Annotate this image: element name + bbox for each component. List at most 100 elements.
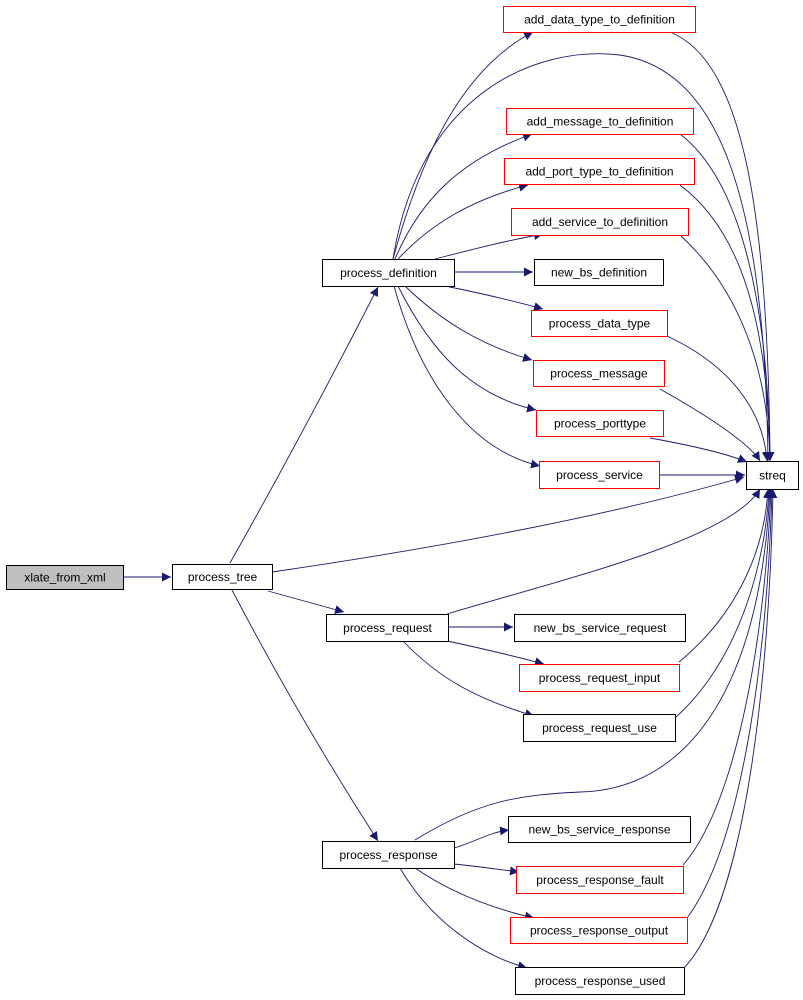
node-box bbox=[506, 108, 694, 135]
node-label: xlate_from_xml bbox=[24, 571, 105, 585]
node-label: process_response_used bbox=[535, 974, 666, 988]
node-label: process_data_type bbox=[549, 317, 651, 331]
node-process-service[interactable]: process_service bbox=[539, 461, 660, 489]
node-box bbox=[531, 310, 668, 337]
node-box bbox=[511, 208, 689, 236]
node-box bbox=[516, 866, 684, 894]
edge-tree-to-request bbox=[267, 590, 345, 614]
node-box bbox=[326, 614, 449, 642]
node-box bbox=[534, 259, 664, 286]
edge-definition-to-process-data-type bbox=[444, 285, 544, 311]
node-box bbox=[515, 967, 685, 995]
function-nodes: xlate_from_xml process_tree process_defini… bbox=[6, 6, 799, 995]
node-process-request-use[interactable]: process_request_use bbox=[523, 714, 676, 742]
edge-tree-to-streq bbox=[271, 475, 745, 573]
edge-response-fault-to-streq bbox=[682, 488, 776, 866]
node-process-tree[interactable]: process_tree bbox=[172, 564, 273, 590]
node-add-service-to-definition[interactable]: add_service_to_definition bbox=[511, 208, 689, 236]
node-add-message-to-definition[interactable]: add_message_to_definition bbox=[506, 108, 694, 135]
edge-definition-to-process-porttype bbox=[397, 285, 537, 413]
node-label: process_request_use bbox=[542, 721, 657, 735]
edge-request-input-to-streq bbox=[678, 488, 772, 663]
node-box bbox=[746, 461, 799, 490]
node-label: process_service bbox=[556, 468, 643, 482]
node-label: process_response bbox=[339, 848, 437, 862]
node-label: process_response_fault bbox=[536, 873, 664, 887]
edge-request-use-to-streq bbox=[674, 488, 774, 719]
node-label: add_data_type_to_definition bbox=[524, 13, 675, 27]
node-label: process_message bbox=[550, 367, 648, 381]
edge-process-porttype-to-streq bbox=[649, 437, 748, 463]
node-add-data-type-to-definition[interactable]: add_data_type_to_definition bbox=[503, 6, 696, 33]
node-box bbox=[322, 841, 455, 869]
node-process-response[interactable]: process_response bbox=[322, 841, 455, 869]
node-process-response-output[interactable]: process_response_output bbox=[510, 917, 688, 944]
node-box bbox=[508, 816, 691, 843]
edge-add-message-to-streq bbox=[679, 133, 775, 462]
node-process-request[interactable]: process_request bbox=[326, 614, 449, 642]
node-label: new_bs_service_request bbox=[534, 621, 667, 635]
node-new-bs-service-request[interactable]: new_bs_service_request bbox=[514, 614, 686, 642]
edge-process-data-type-to-streq bbox=[666, 335, 771, 462]
edge-definition-to-process-service bbox=[393, 285, 541, 469]
edge-response-to-process-response-used bbox=[399, 867, 528, 970]
node-add-port-type-to-definition[interactable]: add_port_type_to_definition bbox=[504, 158, 695, 185]
node-box bbox=[514, 614, 686, 642]
edge-request-to-process-request-use bbox=[402, 640, 535, 718]
node-streq[interactable]: streq bbox=[746, 461, 799, 490]
node-box bbox=[503, 6, 696, 33]
edge-definition-to-add-port-type bbox=[397, 182, 529, 260]
node-label: process_response_output bbox=[530, 924, 669, 938]
node-process-data-type[interactable]: process_data_type bbox=[531, 310, 668, 337]
edge-definition-to-add-data-type bbox=[392, 31, 534, 260]
node-box bbox=[523, 714, 676, 742]
node-box bbox=[322, 259, 455, 287]
node-label: add_port_type_to_definition bbox=[525, 165, 673, 179]
node-label: add_service_to_definition bbox=[532, 215, 668, 229]
edge-response-output-to-streq bbox=[686, 488, 777, 919]
edge-definition-to-process-message bbox=[404, 285, 533, 362]
node-label: streq bbox=[759, 469, 786, 483]
node-process-message[interactable]: process_message bbox=[533, 360, 665, 387]
call-edges bbox=[123, 31, 778, 970]
node-label: add_message_to_definition bbox=[527, 115, 674, 129]
edge-tree-to-response bbox=[231, 589, 379, 842]
node-process-response-used[interactable]: process_response_used bbox=[515, 967, 685, 995]
node-process-porttype[interactable]: process_porttype bbox=[536, 410, 664, 437]
edge-process-message-to-streq bbox=[659, 388, 761, 462]
node-label: process_request bbox=[343, 621, 432, 635]
node-xlate-from-xml[interactable]: xlate_from_xml bbox=[6, 565, 124, 590]
edge-response-to-process-response-fault bbox=[453, 863, 520, 876]
edge-response-to-new-bs-service-response bbox=[453, 826, 510, 849]
edge-definition-to-streq-top bbox=[392, 53, 773, 462]
edge-response-to-streq bbox=[414, 488, 775, 841]
node-new-bs-service-response[interactable]: new_bs_service_response bbox=[508, 816, 691, 843]
edge-add-data-type-to-streq bbox=[669, 31, 775, 462]
node-box bbox=[504, 158, 695, 185]
node-label: new_bs_definition bbox=[551, 266, 647, 280]
node-box bbox=[510, 917, 688, 944]
node-process-request-input[interactable]: process_request_input bbox=[519, 664, 680, 692]
node-label: process_request_input bbox=[539, 671, 661, 685]
edge-definition-to-add-service bbox=[434, 231, 544, 260]
node-process-definition[interactable]: process_definition bbox=[322, 259, 455, 287]
edge-add-service-to-streq bbox=[679, 234, 775, 462]
edge-request-to-process-request-input bbox=[446, 640, 545, 667]
node-process-response-fault[interactable]: process_response_fault bbox=[516, 866, 684, 894]
node-box bbox=[536, 410, 664, 437]
node-box bbox=[172, 564, 273, 590]
node-label: new_bs_service_response bbox=[528, 823, 670, 837]
node-label: process_porttype bbox=[554, 417, 646, 431]
node-box bbox=[539, 461, 660, 489]
edge-add-port-type-to-streq bbox=[679, 184, 775, 462]
node-new-bs-definition[interactable]: new_bs_definition bbox=[534, 259, 664, 286]
edge-definition-to-add-message bbox=[394, 132, 533, 260]
edge-response-used-to-streq bbox=[683, 488, 778, 969]
edge-request-to-streq bbox=[446, 488, 761, 615]
edge-tree-to-definition bbox=[229, 286, 379, 564]
node-label: process_tree bbox=[188, 570, 258, 584]
node-label: process_definition bbox=[340, 266, 437, 280]
node-box bbox=[519, 664, 680, 692]
edge-response-to-process-response-output bbox=[414, 867, 535, 921]
